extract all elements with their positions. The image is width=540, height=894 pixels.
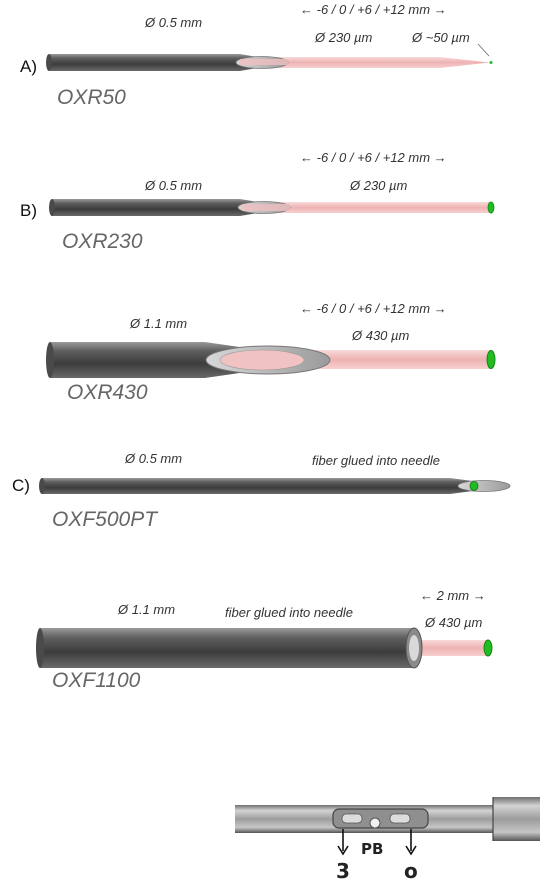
range-label: ← -6 / 0 / +6 / +12 mm → <box>300 301 447 316</box>
note-label: fiber glued into needle <box>225 605 353 620</box>
needle <box>42 478 510 494</box>
outer-diameter-label: Ø 1.1 mm <box>129 316 187 331</box>
photo-spot-center <box>369 817 381 829</box>
photo-sleeve <box>493 797 540 841</box>
needle <box>50 54 288 71</box>
fiber-diameter-label: Ø 430 µm <box>424 615 483 630</box>
photo-label-right: o <box>404 859 418 883</box>
needle-bore <box>409 635 419 661</box>
probe-oxf500pt: C) Ø 0.5 mm fiber glued into needle OXF5… <box>12 451 511 531</box>
arrow-left-head <box>337 845 349 856</box>
needle-end <box>36 628 44 668</box>
probe-photo: 3 PB o <box>235 795 540 894</box>
photo-label-center: PB <box>361 840 383 858</box>
probe-name: OXF1100 <box>52 669 141 692</box>
fiber-diameter-label: Ø 430 µm <box>351 328 410 343</box>
fiber-tip <box>487 201 495 214</box>
arrow-right-head <box>405 845 417 856</box>
fiber <box>255 202 491 213</box>
probe-name: OXF500PT <box>52 508 159 531</box>
panel-label-c: C) <box>12 476 30 495</box>
probe-oxr230: B) Ø 0.5 mm ← -6 / 0 / +6 / +12 mm → Ø 2… <box>20 150 495 253</box>
needle-end <box>46 342 54 378</box>
fiber-diameter-label: Ø 230 µm <box>314 30 373 45</box>
fiber-tip <box>483 639 493 657</box>
needle <box>40 628 414 668</box>
photo-spot-left <box>341 813 363 824</box>
probe-oxr430: Ø 1.1 mm ← -6 / 0 / +6 / +12 mm → Ø 430 … <box>46 301 496 404</box>
photo-label-left: 3 <box>336 859 350 883</box>
panel-label-a: A) <box>20 57 37 76</box>
needle-bevel <box>457 480 511 492</box>
fiber-in-bevel <box>240 59 288 65</box>
range-label: ← 2 mm → <box>420 588 486 603</box>
tip-pointer-line <box>477 43 490 57</box>
probe-name: OXR430 <box>67 381 148 404</box>
needle-end <box>39 478 45 494</box>
fiber <box>280 350 491 369</box>
fiber <box>255 57 490 68</box>
outer-diameter-label: Ø 0.5 mm <box>144 178 202 193</box>
fiber-in-bevel <box>242 204 290 211</box>
outer-diameter-label: Ø 1.1 mm <box>117 602 175 617</box>
photo-spot-right <box>389 813 411 824</box>
needle-end <box>49 199 55 216</box>
note-label: fiber glued into needle <box>312 453 440 468</box>
needle <box>52 199 290 216</box>
probe-oxf1100: Ø 1.1 mm fiber glued into needle ← 2 mm … <box>36 588 493 692</box>
range-label: ← -6 / 0 / +6 / +12 mm → <box>300 150 447 165</box>
range-label: ← -6 / 0 / +6 / +12 mm → <box>300 2 447 17</box>
fiber-diameter-label: Ø 230 µm <box>349 178 408 193</box>
fiber-tip <box>486 350 496 369</box>
fiber-tip <box>489 61 493 64</box>
panel-label-b: B) <box>20 201 37 220</box>
fiber <box>418 640 488 656</box>
outer-diameter-label: Ø 0.5 mm <box>144 15 202 30</box>
needle-end <box>46 54 52 71</box>
probe-name: OXR50 <box>57 86 126 109</box>
fiber-tip <box>469 481 479 491</box>
probe-name: OXR230 <box>62 230 143 253</box>
probe-oxr50: A) Ø 0.5 mm ← -6 / 0 / +6 / +12 mm → Ø 2… <box>20 2 493 109</box>
outer-diameter-label: Ø 0.5 mm <box>124 451 182 466</box>
tip-diameter-label: Ø ~50 µm <box>411 30 470 45</box>
fiber-in-bevel <box>219 349 305 371</box>
